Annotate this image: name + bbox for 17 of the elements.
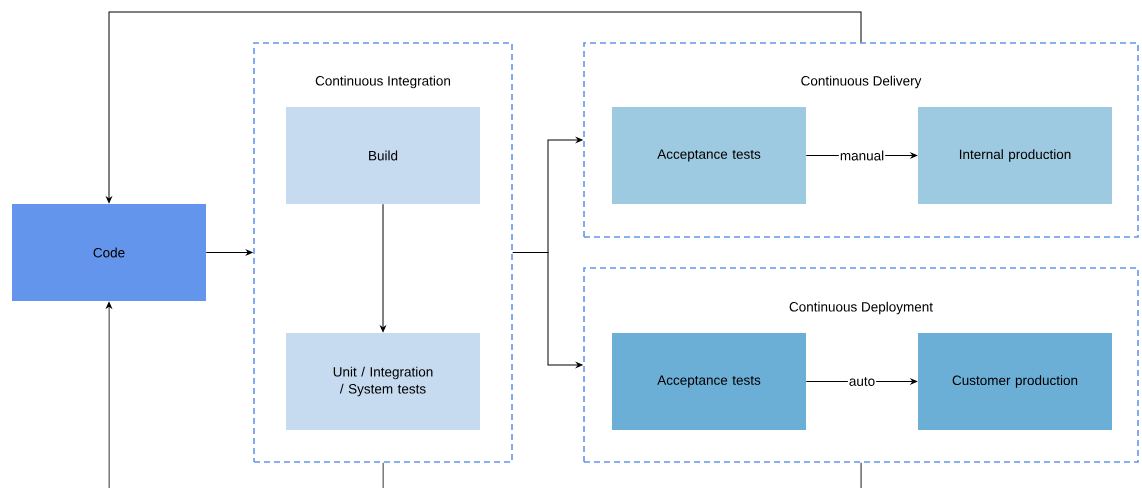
group-title: Continuous Integration [315, 75, 450, 89]
arrow [512, 252, 583, 368]
arrow [106, 11, 862, 204]
edge-label: manual [838, 149, 886, 162]
code-box: Code [12, 204, 206, 301]
arrow [205, 249, 253, 256]
process-box: Acceptance tests [612, 333, 806, 430]
arrow [380, 203, 386, 333]
process-box: Build [286, 107, 480, 204]
edge-label: auto [847, 376, 877, 387]
process-box: Unit / Integration / System tests [286, 333, 480, 430]
arrow [106, 301, 112, 488]
process-box: Customer production [918, 333, 1112, 430]
group-title: Continuous Delivery [801, 75, 922, 89]
process-box: Acceptance tests [612, 107, 806, 204]
process-box: Internal production [918, 107, 1112, 204]
group-title: Continuous Deployment [789, 301, 933, 315]
